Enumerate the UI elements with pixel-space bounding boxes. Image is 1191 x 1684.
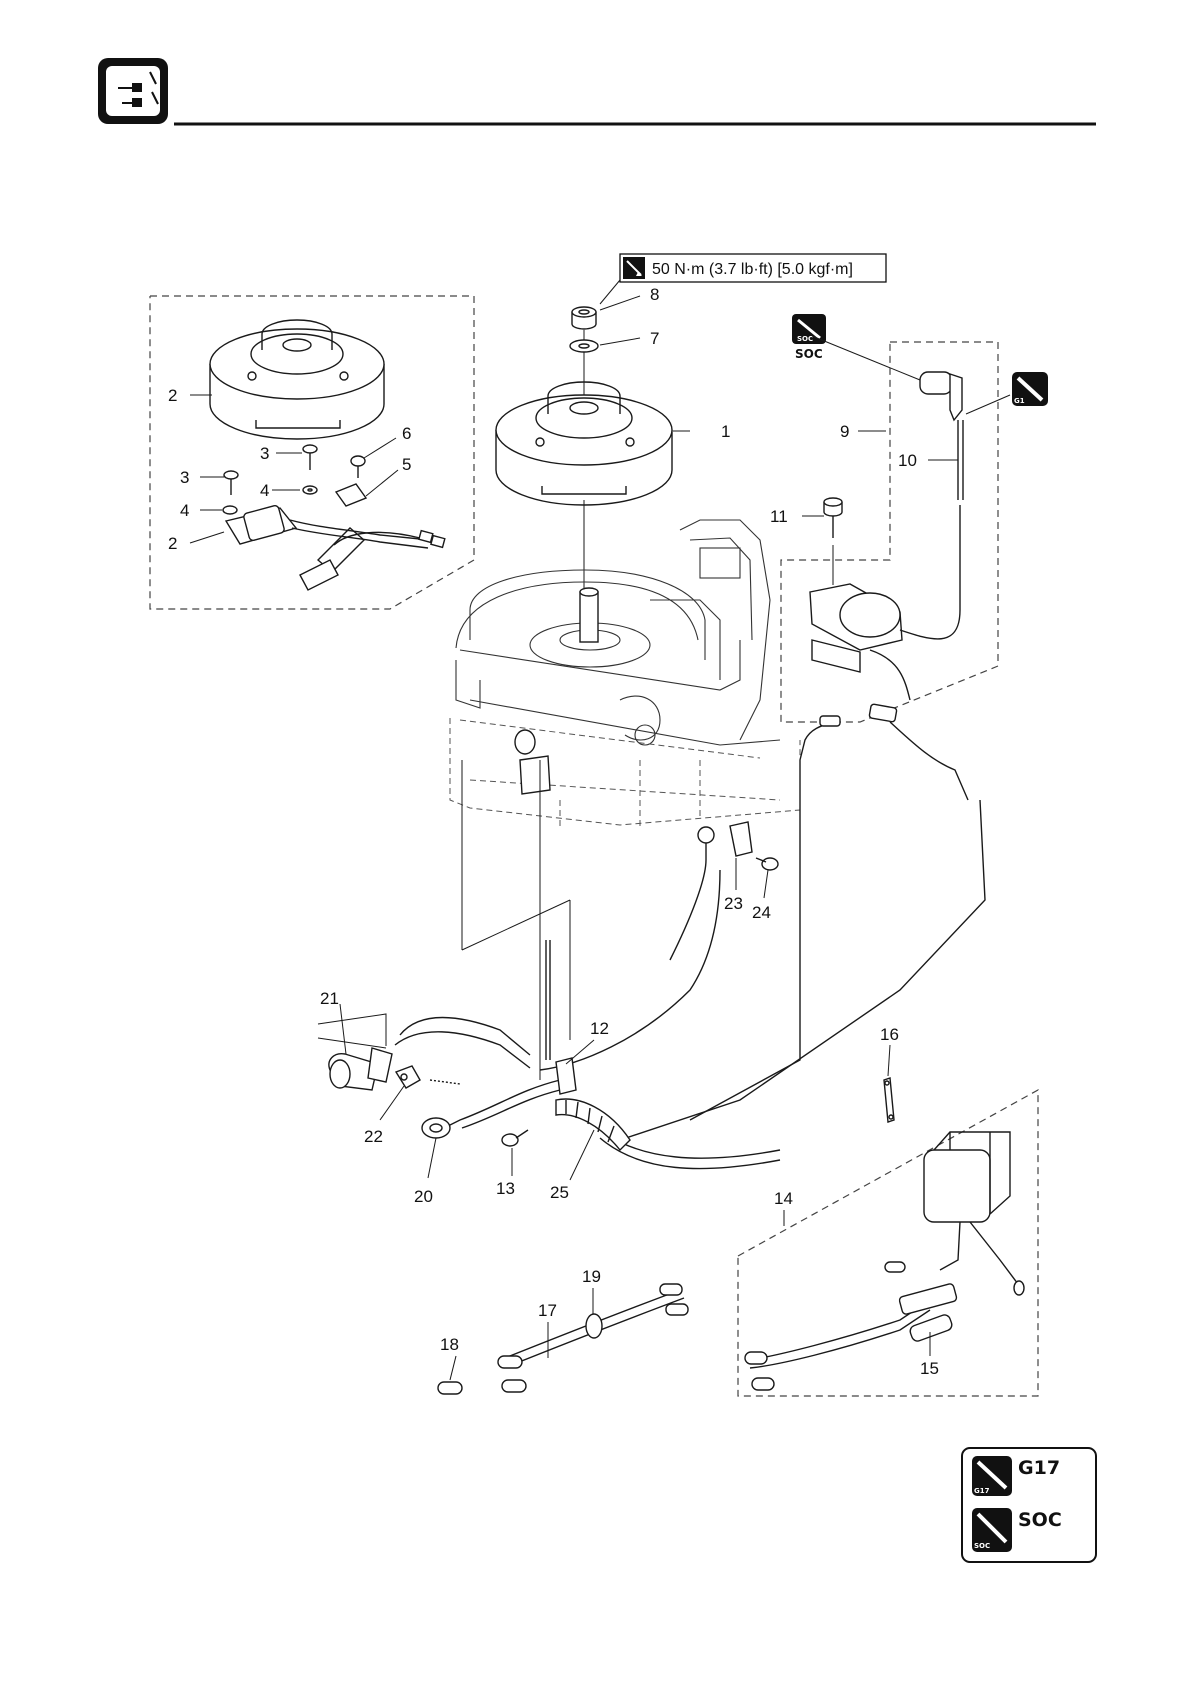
callout-10: 10	[898, 451, 917, 470]
callout-7: 7	[650, 329, 659, 348]
callout-8: 8	[650, 285, 659, 304]
callout-21: 21	[320, 989, 339, 1008]
screw-13	[502, 1130, 528, 1146]
bolt-24	[756, 858, 778, 870]
rectifier-regulator	[745, 1132, 1024, 1390]
svg-text:SOC: SOC	[797, 335, 813, 343]
bolt-11	[824, 498, 842, 538]
ground-terminal	[670, 827, 714, 960]
callout-25: 25	[550, 1183, 569, 1202]
washer-7	[570, 340, 598, 352]
spark-plug-cap	[920, 372, 963, 500]
soc-label: SOC	[1018, 1509, 1062, 1531]
flywheel-main	[496, 382, 672, 505]
g17-label: G17	[1018, 1457, 1060, 1479]
callout-23: 23	[724, 894, 743, 913]
svg-text:G17: G17	[974, 1487, 990, 1495]
torque-spec-box: 50 N·m (3.7 lb·ft) [5.0 kgf·m]	[620, 254, 886, 282]
svg-text:G1: G1	[1014, 397, 1025, 405]
callout-18: 18	[440, 1335, 459, 1354]
callout-3-upper: 3	[260, 444, 269, 463]
torque-spec-text: 50 N·m (3.7 lb·ft) [5.0 kgf·m]	[652, 261, 853, 278]
callout-12: 12	[590, 1019, 609, 1038]
soc-sealant-icon: SOC	[972, 1508, 1012, 1552]
ignition-coil-boundary	[781, 342, 998, 722]
callout-4-lower: 4	[180, 501, 189, 520]
nut-8	[572, 307, 596, 329]
g17-sealant-icon: G17	[972, 1456, 1012, 1496]
callout-24: 24	[752, 903, 771, 922]
flywheel-magneto-left	[210, 320, 384, 439]
clamp-23	[730, 822, 752, 856]
sealant-legend: G17 G17 SOC SOC	[962, 1448, 1096, 1562]
callout-2-stator: 2	[168, 534, 177, 553]
sleeve-18	[438, 1382, 462, 1394]
lock-plate	[396, 1066, 460, 1088]
ignition-lead-wires	[620, 716, 985, 1140]
screw-6	[351, 456, 365, 478]
callout-22: 22	[364, 1127, 383, 1146]
svg-text:SOC: SOC	[974, 1542, 990, 1550]
engine-block	[450, 520, 800, 830]
soc-badge-label: SOC	[795, 347, 823, 361]
callout-2-flywheel: 2	[168, 386, 177, 405]
washer-4-lower	[223, 506, 237, 514]
rectifier-kit-boundary	[738, 1090, 1038, 1396]
screw-3-lower	[224, 471, 238, 495]
callout-3-lower: 3	[180, 468, 189, 487]
coupler-19	[586, 1314, 602, 1338]
sealant-badge-g1: G1	[1012, 372, 1048, 406]
callout-13: 13	[496, 1179, 515, 1198]
callout-14: 14	[774, 1189, 793, 1208]
callout-11: 11	[770, 507, 788, 526]
callout-16: 16	[880, 1025, 899, 1044]
bracket-16	[884, 1078, 894, 1122]
callout-19: 19	[582, 1267, 601, 1286]
screw-3-upper	[303, 445, 317, 470]
callout-20: 20	[414, 1187, 433, 1206]
callout-17: 17	[538, 1301, 557, 1320]
harness-protector	[556, 1099, 630, 1150]
stop-switch	[329, 1048, 392, 1090]
chapter-header-icon	[98, 58, 168, 124]
fuse-15	[909, 1313, 954, 1342]
callout-9: 9	[840, 422, 849, 441]
sealant-badge-soc: SOC SOC	[792, 314, 826, 361]
callout-1: 1	[721, 422, 730, 441]
callout-6: 6	[402, 424, 411, 443]
callout-4-upper: 4	[260, 481, 269, 500]
stator-coil-assembly	[226, 505, 445, 590]
grommet-20	[422, 1118, 450, 1138]
callout-5: 5	[402, 455, 411, 474]
callout-15: 15	[920, 1359, 939, 1378]
clamp-5	[336, 484, 366, 506]
wrench-torque-icon	[623, 257, 645, 279]
washer-4-upper	[303, 486, 317, 494]
